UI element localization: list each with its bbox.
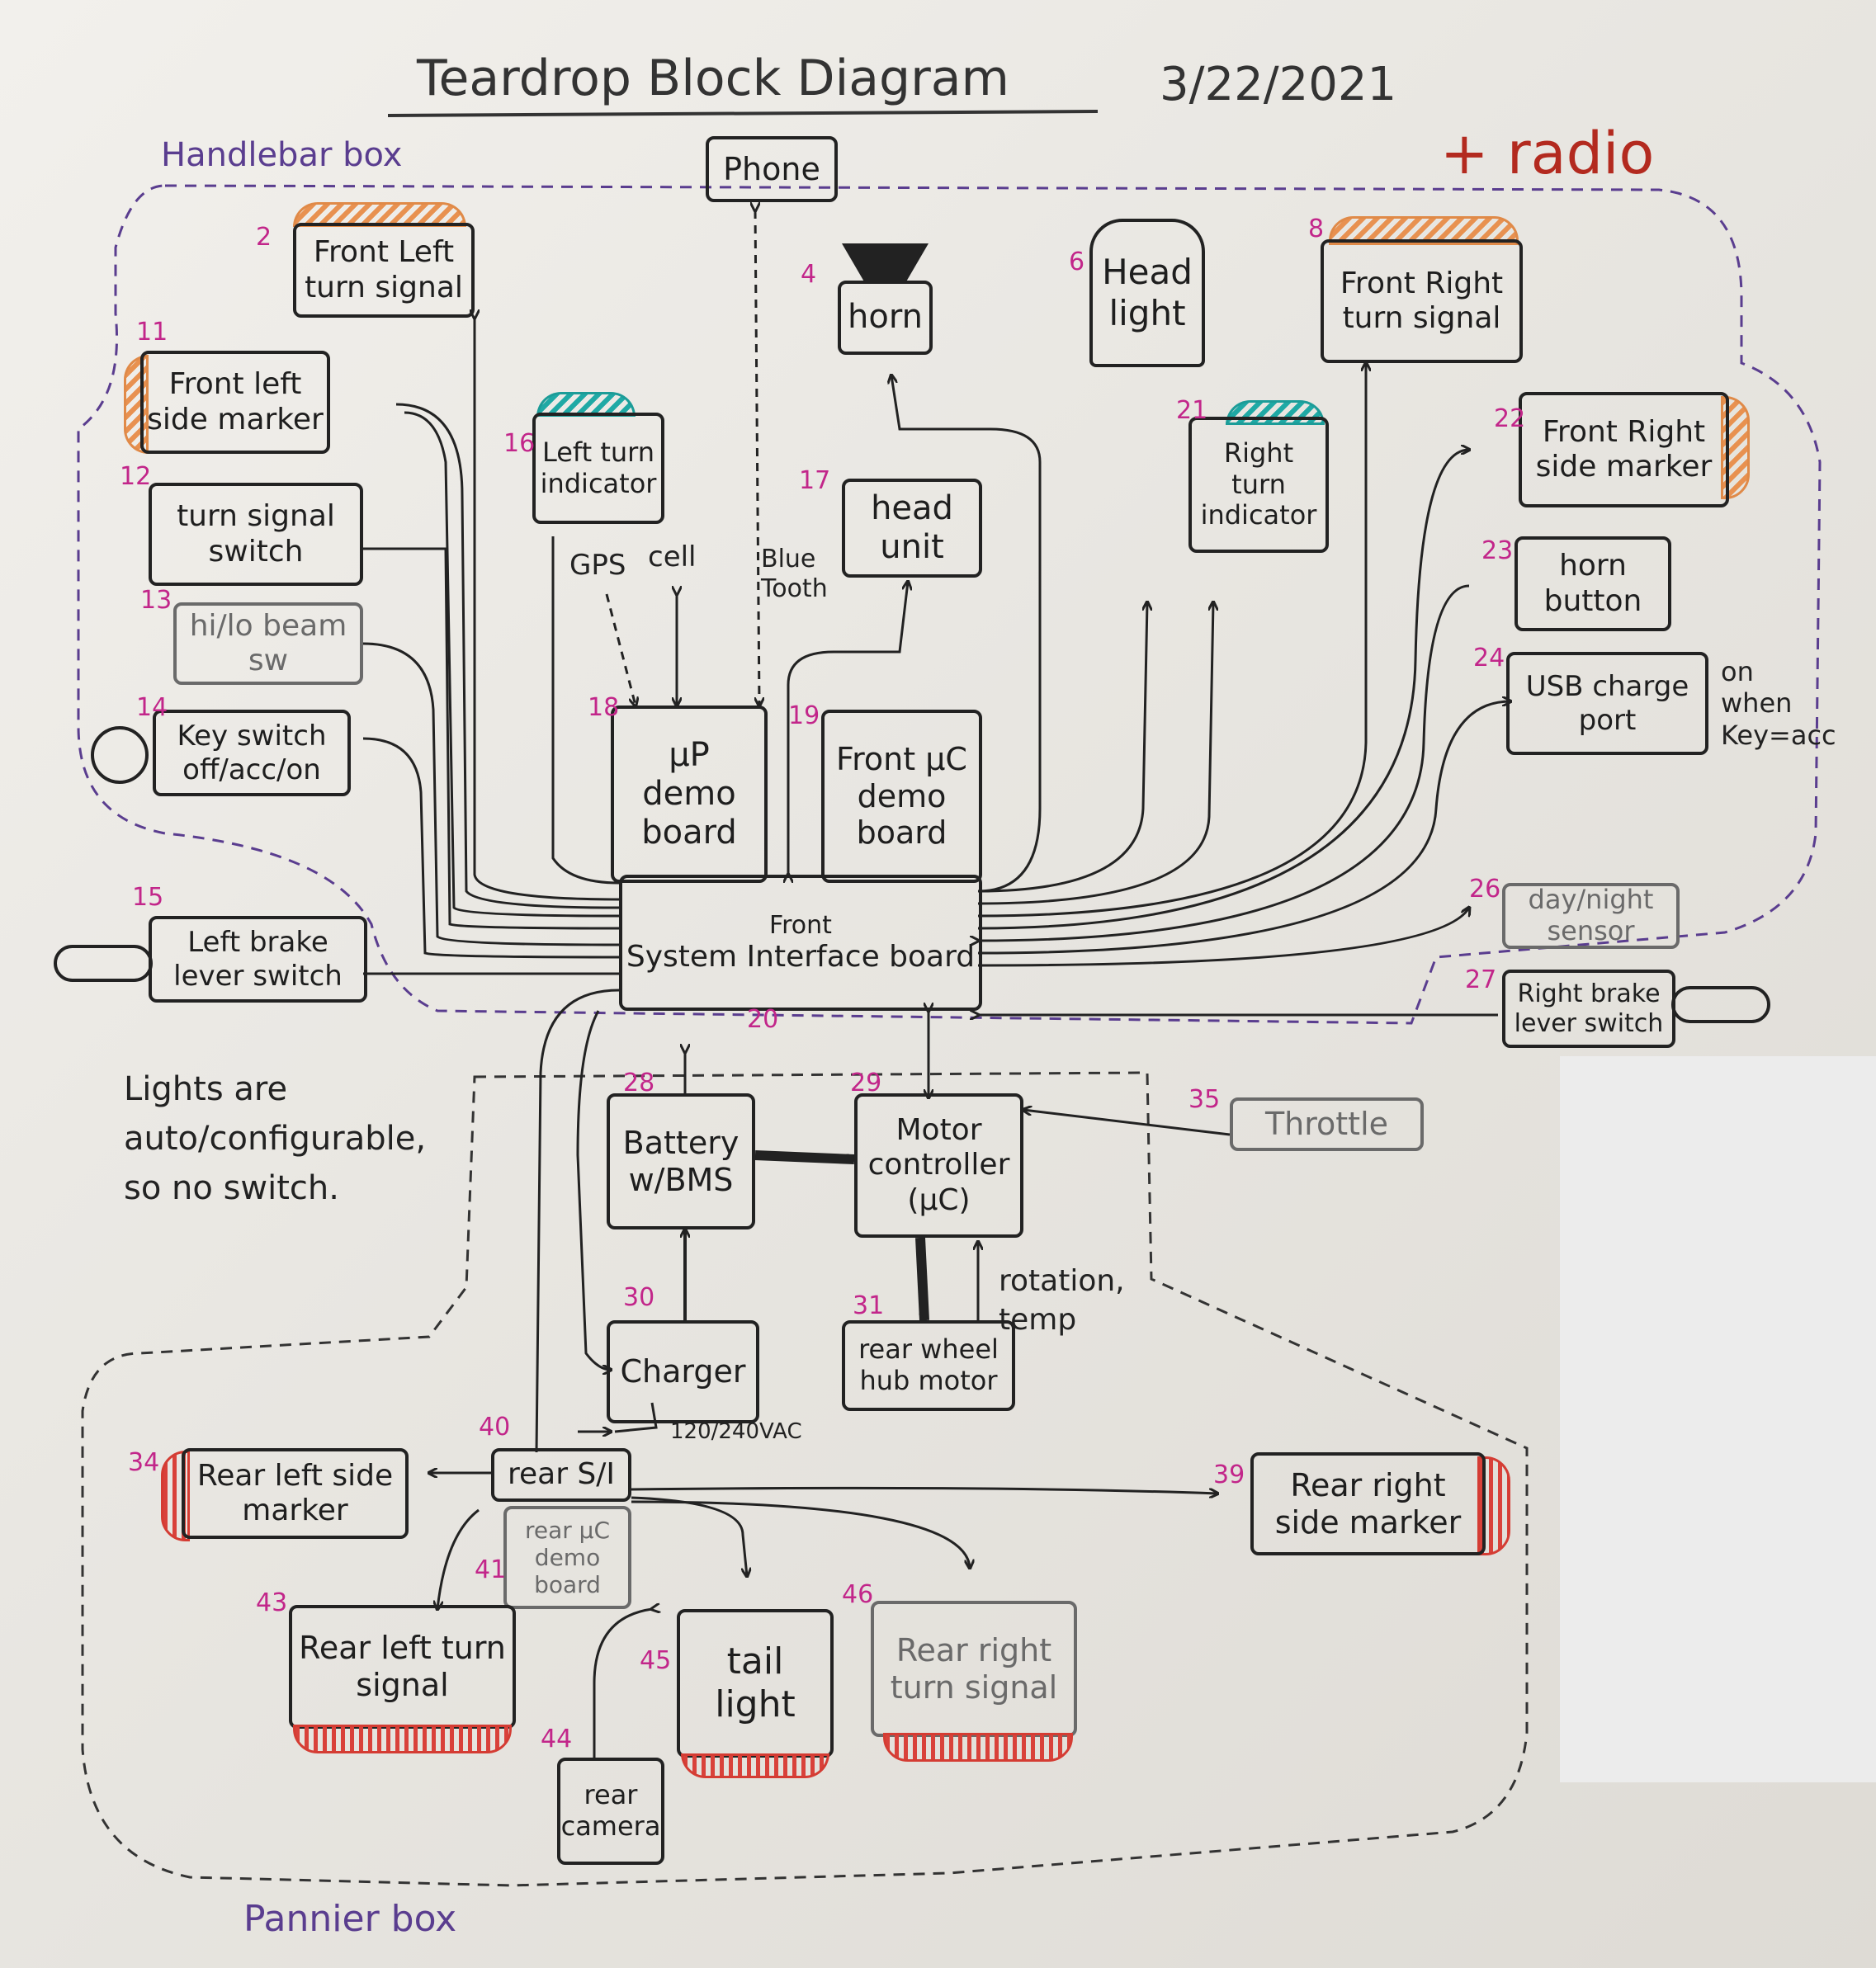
ref-number: 20: [747, 1005, 779, 1034]
ref-number: 19: [788, 701, 820, 730]
red-lens: [681, 1753, 829, 1778]
tail-light: tail light: [677, 1609, 834, 1758]
handlebar-box-label: Handlebar box: [161, 136, 403, 174]
front-left-side-marker: Front left side marker: [140, 351, 330, 454]
rear-right-turn-signal: Rear right turn signal: [871, 1601, 1077, 1737]
ref-number: 35: [1188, 1085, 1221, 1114]
front-mc-demo-board: Front µC demo board: [821, 710, 982, 883]
ref-number: 17: [799, 466, 831, 495]
rear-mc-demo-board: rear µC demo board: [503, 1506, 631, 1609]
horn-block: horn: [838, 281, 933, 355]
ref-number: 28: [623, 1069, 655, 1097]
head-light: Head light: [1089, 219, 1205, 367]
ref-number: 43: [256, 1588, 288, 1617]
ref-number: 8: [1308, 215, 1325, 243]
right-brake-lever-switch: Right brake lever switch: [1502, 970, 1675, 1048]
day-night-sensor: day/night sensor: [1502, 883, 1680, 949]
system-interface-board: Front System Interface board: [619, 875, 982, 1011]
board-edge-patch: [1560, 1056, 1876, 1782]
usb-charge-port: USB charge port: [1506, 652, 1708, 755]
ref-number: 26: [1469, 875, 1501, 904]
ref-number: 41: [475, 1555, 507, 1584]
sib-label: System Interface board: [626, 939, 976, 974]
ref-number: 4: [801, 260, 817, 289]
bluetooth-label: Blue Tooth: [761, 545, 828, 603]
rear-camera: rear camera: [557, 1758, 664, 1865]
turn-signal-switch: turn signal switch: [149, 483, 363, 586]
right-turn-indicator: Right turn indicator: [1188, 417, 1329, 553]
teal-lens: [1226, 400, 1325, 425]
left-turn-indicator: Left turn indicator: [532, 413, 664, 524]
charger: Charger: [607, 1320, 759, 1423]
rotation-temp-label: rotation, temp: [999, 1264, 1125, 1337]
ref-number: 29: [850, 1069, 882, 1097]
ref-number: 24: [1473, 644, 1505, 673]
ref-number: 34: [128, 1448, 160, 1477]
red-lens: [883, 1733, 1073, 1762]
handlebar-box-outline: [77, 184, 1822, 1025]
ref-number: 40: [479, 1413, 511, 1442]
brake-lever-icon: [1671, 986, 1770, 1023]
ref-number: 11: [136, 318, 168, 347]
rear-system-interface: rear S/I: [491, 1448, 631, 1502]
motor-controller: Motor controller (µC): [854, 1093, 1023, 1238]
key-fob-icon: [91, 726, 149, 784]
ac-input-label: 120/240VAC: [670, 1419, 802, 1444]
rear-left-side-marker: Rear left side marker: [182, 1448, 409, 1539]
front-right-side-marker: Front Right side marker: [1519, 392, 1729, 507]
amber-lens: [1721, 396, 1750, 499]
red-lens: [293, 1725, 512, 1753]
hi-lo-beam-switch: hi/lo beam sw: [173, 602, 363, 685]
brake-lever-icon: [54, 945, 153, 982]
mp-demo-board: µP demo board: [611, 706, 768, 883]
front-right-turn-signal: Front Right turn signal: [1321, 239, 1523, 363]
rear-wheel-hub-motor: rear wheel hub motor: [842, 1320, 1015, 1411]
throttle: Throttle: [1230, 1097, 1424, 1151]
ref-number: 30: [623, 1283, 655, 1312]
red-lens: [161, 1451, 190, 1541]
ref-number: 31: [853, 1291, 885, 1320]
usb-on-note: on when Key=acc: [1721, 656, 1836, 751]
radio-note: + radio: [1440, 120, 1655, 187]
horn-button: horn button: [1515, 536, 1671, 631]
rear-left-turn-signal: Rear left turn signal: [289, 1605, 516, 1729]
pannier-box-label: Pannier box: [243, 1898, 457, 1940]
diagram-date: 3/22/2021: [1160, 58, 1397, 111]
ref-number: 27: [1465, 965, 1497, 994]
pannier-box-outline: [81, 1071, 1529, 1887]
key-switch: Key switch off/acc/on: [153, 710, 351, 796]
ref-number: 12: [120, 462, 152, 491]
ref-number: 6: [1069, 248, 1085, 276]
ref-number: 44: [541, 1725, 573, 1753]
ref-number: 23: [1481, 536, 1514, 565]
phone-block: Phone: [706, 136, 838, 202]
ref-number: 13: [140, 586, 172, 615]
lights-note: Lights are auto/configurable, so no swit…: [124, 1070, 427, 1207]
rear-right-side-marker: Rear right side marker: [1250, 1452, 1486, 1555]
battery-bms: Battery w/BMS: [607, 1093, 755, 1229]
ref-number: 22: [1494, 404, 1526, 433]
diagram-title: Teardrop Block Diagram: [417, 50, 1010, 107]
ref-number: 14: [136, 693, 168, 722]
ref-number: 39: [1213, 1461, 1245, 1489]
ref-number: 16: [503, 429, 536, 458]
ref-number: 45: [640, 1646, 672, 1675]
front-left-turn-signal: Front Left turn signal: [293, 223, 475, 318]
left-brake-lever-switch: Left brake lever switch: [149, 916, 367, 1003]
head-unit: head unit: [842, 479, 982, 578]
ref-number: 46: [842, 1580, 874, 1609]
gps-label: GPS: [569, 549, 626, 582]
ref-number: 21: [1176, 396, 1208, 425]
ref-number: 18: [588, 693, 620, 722]
ref-number: 15: [132, 883, 164, 912]
sib-front-label: Front: [769, 910, 832, 940]
cell-label: cell: [648, 540, 697, 573]
ref-number: 2: [256, 223, 272, 252]
